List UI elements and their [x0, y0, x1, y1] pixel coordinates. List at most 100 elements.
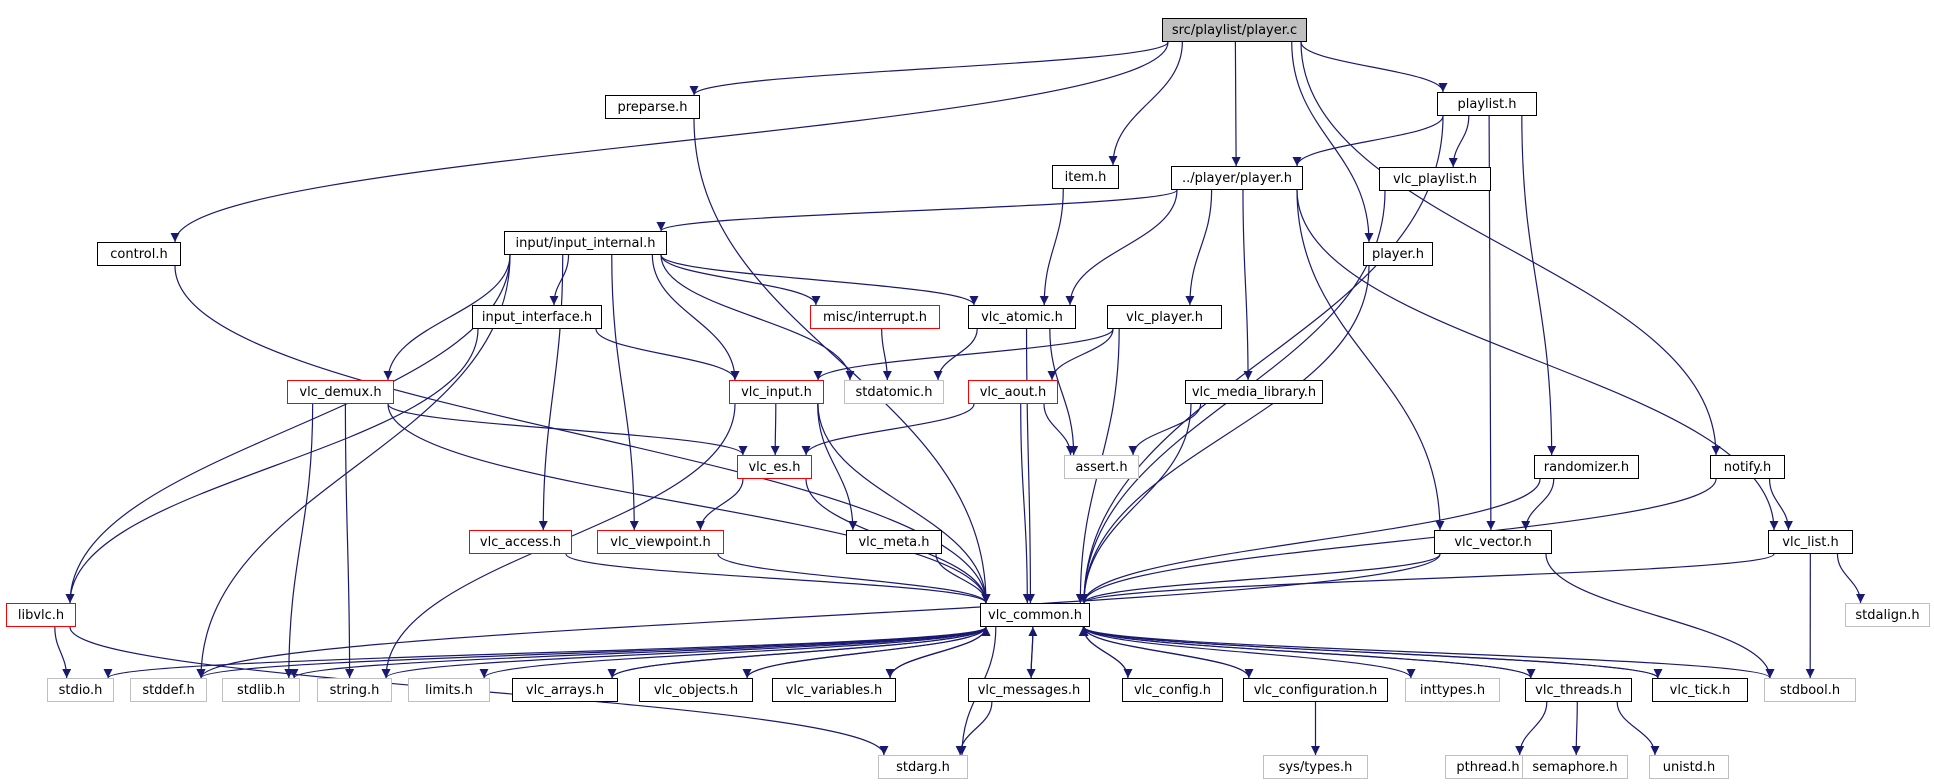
node-libvlc[interactable]: libvlc.h [6, 603, 76, 627]
node-vlc-arrays[interactable]: vlc_arrays.h [512, 678, 618, 702]
node-unistd: unistd.h [1649, 755, 1729, 779]
edge-vlc-viewpoint-to-vlc-common [717, 553, 991, 604]
node-label: control.h [110, 246, 168, 262]
edge-notify-to-vlc-common [1079, 478, 1717, 604]
edge-vlc-threads-to-semaphore [1571, 701, 1581, 756]
node-vlc-objects[interactable]: vlc_objects.h [639, 678, 753, 702]
edge-root-to-playlist [1300, 41, 1448, 93]
edge-vlc-common-to-stdbool [1083, 626, 1775, 679]
node-item[interactable]: item.h [1052, 165, 1119, 189]
node-label: vlc_es.h [748, 459, 801, 475]
edge-input-internal-to-vlc-input [651, 254, 740, 381]
node-vlc-player[interactable]: vlc_player.h [1107, 305, 1222, 329]
node-label: vlc_variables.h [785, 682, 883, 698]
node-label: notify.h [1723, 459, 1772, 475]
edge-input-internal-to-input-interface [549, 254, 570, 306]
edge-vlc-demux-to-vlc-common [387, 403, 991, 604]
edge-root-to-preparse [689, 41, 1169, 96]
node-label: vlc_messages.h [977, 682, 1081, 698]
node-vlc-vector[interactable]: vlc_vector.h [1434, 530, 1552, 554]
edge-item-to-vlc-atomic [1039, 188, 1064, 306]
edge-vlc-media-library-to-vlc-common [1079, 403, 1192, 604]
node-randomizer[interactable]: randomizer.h [1534, 455, 1639, 479]
node-stdlib: stdlib.h [222, 678, 300, 702]
edge-playlist-to-randomizer [1521, 115, 1557, 456]
node-label: semaphore.h [1532, 759, 1618, 775]
edge-vlc-variables-to-vlc-common [889, 626, 991, 679]
node-notify[interactable]: notify.h [1710, 455, 1785, 479]
node-misc-interrupt[interactable]: misc/interrupt.h [810, 305, 940, 329]
node-label: vlc_arrays.h [525, 682, 605, 698]
node-stddef: stddef.h [130, 678, 207, 702]
edge-vlc-tick-to-vlc-common [1079, 626, 1659, 679]
edge-misc-interrupt-to-stdatomic [881, 328, 892, 381]
node-playlist[interactable]: playlist.h [1437, 92, 1537, 116]
node-vlc-config[interactable]: vlc_config.h [1122, 678, 1223, 702]
node-assert: assert.h [1064, 455, 1139, 479]
edge-vlc-aout-to-assert [1043, 403, 1076, 456]
node-stdarg: stdarg.h [878, 755, 968, 779]
node-label: item.h [1064, 169, 1107, 185]
node-label: pthread.h [1456, 759, 1520, 775]
edge-randomizer-to-vlc-vector [1521, 478, 1555, 531]
node-label: vlc_input.h [741, 384, 812, 400]
node-vlc-list[interactable]: vlc_list.h [1768, 530, 1853, 554]
edge-player-player-to-vlc-player [1185, 189, 1213, 306]
edge-vlc-meta-to-vlc-common [935, 553, 991, 604]
edge-input-internal-to-vlc-access [538, 254, 564, 531]
node-player-h[interactable]: player.h [1363, 242, 1433, 266]
node-vlc-demux[interactable]: vlc_demux.h [287, 380, 394, 404]
node-limits: limits.h [408, 678, 490, 702]
node-inttypes: inttypes.h [1405, 678, 1500, 702]
node-preparse[interactable]: preparse.h [605, 95, 700, 119]
node-label: unistd.h [1662, 759, 1716, 775]
node-label: ../player/player.h [1182, 170, 1292, 186]
node-label: vlc_atomic.h [981, 309, 1063, 325]
node-vlc-atomic[interactable]: vlc_atomic.h [968, 305, 1076, 329]
node-vlc-common[interactable]: vlc_common.h [980, 603, 1090, 627]
node-player-player[interactable]: ../player/player.h [1171, 166, 1303, 190]
node-control[interactable]: control.h [97, 242, 181, 266]
edge-playlist-to-player-player [1292, 115, 1444, 167]
node-label: string.h [329, 682, 380, 698]
node-vlc-messages[interactable]: vlc_messages.h [968, 678, 1090, 702]
node-label: randomizer.h [1543, 459, 1630, 475]
edge-root-to-control [170, 41, 1169, 243]
edge-player-player-to-vlc-atomic [1065, 189, 1178, 306]
edge-root-to-player-player [1231, 41, 1241, 167]
edge-input-internal-to-vlc-demux [383, 254, 511, 381]
node-vlc-es[interactable]: vlc_es.h [737, 455, 812, 479]
node-vlc-playlist[interactable]: vlc_playlist.h [1379, 167, 1491, 191]
node-input-internal[interactable]: input/input_internal.h [504, 231, 667, 255]
node-vlc-aout[interactable]: vlc_aout.h [968, 380, 1058, 404]
edge-vlc-aout-to-vlc-common [1020, 403, 1032, 604]
edge-vlc-common-to-string [381, 626, 987, 679]
edge-input-internal-to-misc-interrupt [660, 254, 821, 306]
edge-vlc-threads-to-vlc-common [1079, 626, 1532, 679]
node-label: vlc_tick.h [1669, 682, 1731, 698]
node-input-interface[interactable]: input_interface.h [472, 305, 602, 329]
node-vlc-threads[interactable]: vlc_threads.h [1525, 678, 1632, 702]
node-stdio: stdio.h [47, 678, 114, 702]
edge-vlc-list-to-vlc-common [1079, 553, 1775, 604]
edge-input-interface-to-libvlc [65, 328, 479, 604]
edge-vlc-vector-to-vlc-common [1079, 553, 1441, 604]
node-vlc-configuration[interactable]: vlc_configuration.h [1243, 678, 1388, 702]
node-label: vlc_objects.h [653, 682, 739, 698]
node-vlc-input[interactable]: vlc_input.h [729, 380, 824, 404]
node-vlc-access[interactable]: vlc_access.h [469, 530, 572, 554]
edge-vlc-es-to-vlc-viewpoint [695, 478, 744, 531]
node-vlc-media-library[interactable]: vlc_media_library.h [1185, 380, 1323, 404]
node-vlc-meta[interactable]: vlc_meta.h [846, 530, 942, 554]
node-label: stdarg.h [896, 759, 950, 775]
edge-vlc-configuration-to-vlc-common [1079, 626, 1250, 679]
node-vlc-variables[interactable]: vlc_variables.h [772, 678, 896, 702]
node-label: vlc_configuration.h [1253, 682, 1378, 698]
edge-playlist-to-vlc-common [1079, 115, 1444, 604]
node-label: stdalign.h [1855, 607, 1920, 623]
node-label: vlc_media_library.h [1191, 384, 1317, 400]
node-vlc-tick[interactable]: vlc_tick.h [1652, 678, 1748, 702]
edge-vlc-demux-to-vlc-es [387, 403, 748, 456]
edge-vlc-vector-to-stdbool [1545, 553, 1775, 679]
node-vlc-viewpoint[interactable]: vlc_viewpoint.h [597, 530, 724, 554]
